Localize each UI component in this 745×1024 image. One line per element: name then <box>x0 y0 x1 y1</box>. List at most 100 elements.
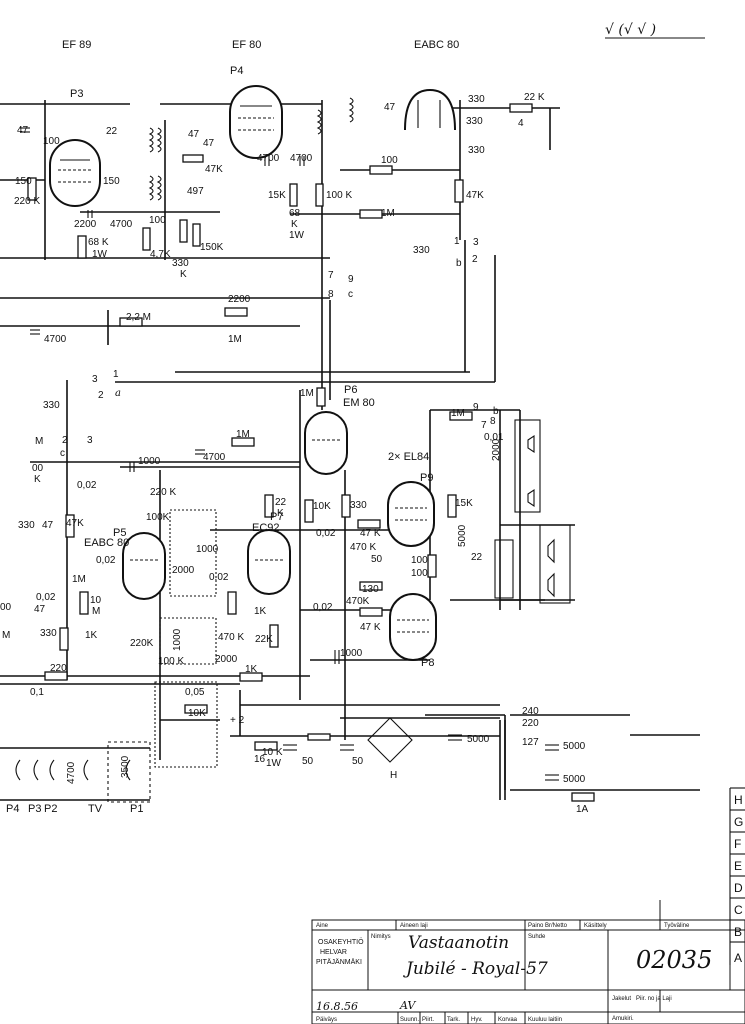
tube-p8-el84 <box>389 593 437 661</box>
tube-eabc80-top <box>404 88 456 131</box>
lbl-r-330-low: 330 <box>40 628 57 639</box>
lbl-r-00-low: 00 <box>0 602 12 613</box>
lbl-r-220k-left: 220 K <box>14 196 40 207</box>
sw-a1: 1 <box>113 369 119 380</box>
lbl-c-5000a: 5000 <box>457 524 468 547</box>
tb-f-piirt: Piirt. <box>422 1017 434 1023</box>
tb-f-paivays: Päiväys <box>316 1017 337 1023</box>
tb-date: 16.8.56 <box>316 1000 358 1013</box>
lbl-c-330-left: 330 <box>43 400 60 411</box>
lbl-r-100-a: 100 <box>411 555 428 566</box>
lbl-c-1000d: 1000 <box>340 648 363 659</box>
grid-d: D <box>734 881 743 895</box>
lbl-c-4700d: 4700 <box>44 334 67 345</box>
tb-h-nimitys: Nimitys <box>371 934 391 940</box>
lbl-c-4700c: 4700 <box>110 219 133 230</box>
tb-f-ammuu: Amukiri. <box>612 1016 634 1022</box>
lbl-v-240: 240 <box>522 706 539 717</box>
lbl-r-10k-a: 10K <box>313 501 331 512</box>
lbl-r-1m-e: 1M <box>451 408 465 419</box>
lbl-c-330-47: 330 <box>18 520 35 531</box>
tb-f-jakelu: Jakelut <box>612 996 631 1002</box>
lbl-p5: P5 <box>113 527 126 539</box>
lbl-p4: P4 <box>230 65 243 77</box>
lbl-r-470k-a: 470 K <box>350 542 376 553</box>
lbl-output-pair: 2× EL84 <box>388 451 429 463</box>
sw-o9: 9 <box>473 402 479 413</box>
sw-b: b <box>456 258 462 269</box>
lbl-r-100k: 100 K <box>326 190 352 201</box>
lbl-plus-2: + 2 <box>230 715 245 726</box>
lbl-c-50b: 50 <box>302 756 314 767</box>
tb-company-2: HELVAR <box>320 949 347 956</box>
tube-p5-eabc80 <box>122 532 166 600</box>
lbl-r-1m-d: 1M <box>236 429 250 440</box>
lbl-c-150b: 150 <box>103 176 120 187</box>
tb-name-line1: Vastaanotin <box>408 933 509 953</box>
lbl-c-47-det: 47 <box>384 102 396 113</box>
lbl-c-100a: 100 <box>43 136 60 147</box>
tube-p3 <box>49 139 101 207</box>
sw-9: 9 <box>348 274 354 285</box>
lbl-r-00k-k: K <box>34 474 41 485</box>
lbl-fuse-1a: 1A <box>576 804 589 815</box>
lbl-c-47b: 47 <box>188 129 200 140</box>
tb-name-line2: Jubilé - Royal-57 <box>403 959 548 979</box>
lbl-r-22k: 22 K <box>524 92 545 103</box>
title-block: Aine Aineen laji Paino Br/Netto Käsittel… <box>311 900 745 1024</box>
lbl-c-4700a: 4700 <box>257 153 280 164</box>
sw-o8: 8 <box>490 416 496 427</box>
grid-c: C <box>734 903 743 917</box>
lbl-r-130: 130 <box>362 584 379 595</box>
lbl-r-330-a: 330 <box>468 94 485 105</box>
lbl-r-100k-b: 100 K <box>158 656 184 667</box>
lbl-r-47k-top: 47K <box>205 164 223 175</box>
lbl-r-10k: 10K <box>188 708 206 719</box>
lbl-r-00k: 00 <box>32 463 44 474</box>
lbl-c-002a: 0,02 <box>77 480 97 491</box>
sw-ob: b <box>493 406 499 417</box>
lbl-c-497: 497 <box>187 186 204 197</box>
grid-b: B <box>734 925 742 939</box>
lbl-r-150k: 150K <box>200 242 224 253</box>
lbl-c-4700b: 4700 <box>290 153 313 164</box>
lbl-r-1m-c: 1M <box>300 388 314 399</box>
header-ef89: EF 89 <box>62 39 91 51</box>
lbl-r-1m-p5: 1M <box>72 574 86 585</box>
lbl-c-2000c: 2000 <box>491 438 502 461</box>
lbl-c-2200a: 2200 <box>74 219 97 230</box>
fil-p2: P2 <box>44 803 57 815</box>
lbl-c-4700e: 4700 <box>203 452 226 463</box>
tb-h-aine: Aine <box>316 923 329 929</box>
sw-b2: 2 <box>62 435 68 446</box>
lbl-c-150a: 150 <box>15 176 32 187</box>
lbl-c-001: 0,01 <box>484 432 504 443</box>
lbl-v-220: 220 <box>522 718 539 729</box>
lbl-r-330k-k: K <box>180 269 187 280</box>
corner-checkmarks: √ (√ √ ) <box>605 22 656 38</box>
lbl-c-2000a: 2000 <box>172 565 195 576</box>
grid-h: H <box>734 793 743 807</box>
lbl-r-220k-b: 220K <box>130 638 154 649</box>
lbl-c-47c: 47 <box>203 138 215 149</box>
sw-3: 3 <box>473 237 479 248</box>
lbl-c-2000b: 2000 <box>215 654 238 665</box>
lbl-r-100-b: 100 <box>411 568 428 579</box>
lbl-v-127: 127 <box>522 737 539 748</box>
lbl-r-10m-m: M <box>92 606 100 617</box>
fil-p4: P4 <box>6 803 19 815</box>
lbl-c-002b: 0,02 <box>96 555 116 566</box>
sw-8: 8 <box>328 289 334 300</box>
lbl-r-1k-p7: 1K <box>254 606 267 617</box>
grid-a: A <box>734 951 742 965</box>
tb-h-suhde: Suhde <box>528 934 546 940</box>
lbl-p5-type: EABC 80 <box>84 537 129 549</box>
lbl-c-002d: 0,02 <box>209 572 229 583</box>
fil-p1: P1 <box>130 803 143 815</box>
lbl-p3: P3 <box>70 88 83 100</box>
lbl-r-100: 100 <box>381 155 398 166</box>
lbl-r-10k-b: 10 K <box>262 747 283 758</box>
lbl-r-1k-b: 1K <box>245 664 258 675</box>
tb-f-korvaa: Korvaa <box>498 1017 518 1023</box>
sw-7: 7 <box>328 270 334 281</box>
